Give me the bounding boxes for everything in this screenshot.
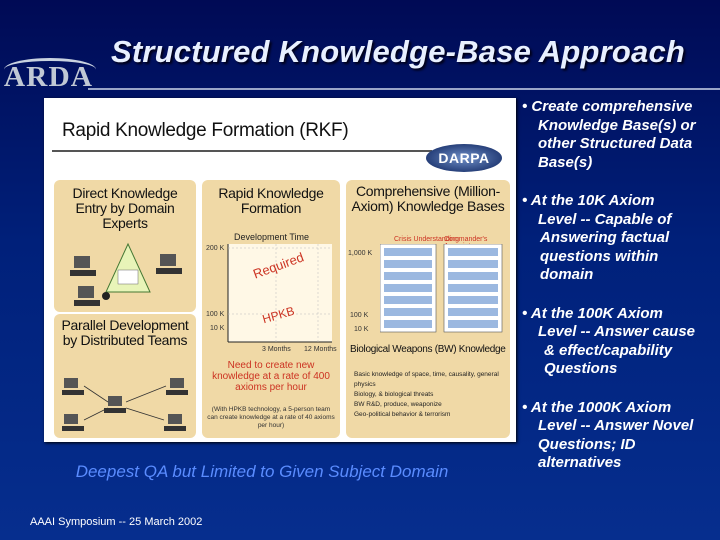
figure-title: Rapid Knowledge Formation (RKF) [62,120,349,141]
bullet-line: • Create comprehensive [522,98,693,115]
bullet-line: Base(s) [538,153,593,171]
bullet-100k: • At the 100K Axiom Level -- Answer caus… [522,305,720,379]
qa-caption: Deepest QA but Limited to Given Subject … [75,462,449,481]
bullet-line: Level -- Capable of [538,210,672,228]
development-time-chart [227,244,332,343]
logo-swoosh [4,58,96,81]
axis-label-right-100k: 100 K [350,312,369,319]
crisis-understanding-label: Crisis Understanding [394,236,459,243]
bio-item: BW R&D, produce, weaponize [354,401,442,408]
bullet-line: • At the 10K Axiom [522,192,655,209]
bullet-line: Knowledge Base(s) or [538,116,696,134]
direct-entry-heading: Direct Knowledge Entry by Domain Experts [72,185,178,231]
bullet-line: domain [540,266,594,283]
axis-label-200k: 200 K [206,245,225,252]
bullet-line: Questions; ID [538,435,636,453]
hpkb-rate-note: (With HPKB technology, a 5-person team c… [207,406,335,429]
bullet-1000k: • At the 1000K Axiom Level -- Answer Nov… [522,399,720,473]
bullet-line: Level -- Answer cause [538,323,696,340]
axis-label-100k: 100 K [206,311,225,318]
bullet-line: Questions [544,360,618,377]
rkf-figure: Rapid Knowledge Formation (RKF) DARPA Di… [44,98,516,442]
experts-at-computers-illustration [70,242,182,306]
footer-text: AAAI Symposium -- 25 March 2002 [30,516,203,528]
bullet-line: & effect/capability [544,341,673,359]
bullet-line: other Structured Data [538,135,693,152]
arda-logo: ARDA [4,58,96,93]
distributed-teams-illustration [62,378,188,431]
dev-time-label: Development Time [234,232,310,242]
bio-weapons-heading: Biological Weapons (BW) Knowledge [350,344,506,355]
bullet-line: alternatives [538,454,622,471]
axis-label-10k: 10 K [210,325,225,332]
bullet-10k: • At the 10K Axiom Level -- Capable of A… [522,192,720,285]
bullet-create-kb: • Create comprehensive Knowledge Base(s)… [522,98,720,172]
bio-knowledge-list: Basic knowledge of space, time, causalit… [354,370,504,420]
kb-stack-diagram [380,244,503,333]
parallel-dev-heading: Parallel Development by Distributed Team… [61,317,189,348]
bullet-line: Level -- Answer Novel [538,417,694,434]
x-label-12-months: 12 Months [304,346,337,353]
logo-text: ARDA [3,62,94,93]
darpa-badge: DARPA [426,144,502,172]
x-label-3-months: 3 Months [262,346,291,353]
bio-item: Basic knowledge of space, time, causalit… [354,371,499,388]
bullet-line: • At the 1000K Axiom [522,398,672,416]
comprehensive-kb-heading: Comprehensive (Million-Axiom) Knowledge … [351,183,505,214]
title-divider [88,88,720,90]
bullet-line: questions within [540,247,659,265]
bio-item: Geo-political behavior & terrorism [354,411,451,418]
need-rate-text: Need to create new knowledge at a rate o… [212,360,330,393]
figure-title-rule [52,150,432,152]
slide-title: Structured Knowledge-Base Approach [110,34,686,69]
axis-label-right-10k: 10 K [354,326,369,333]
bullet-line: • At the 100K Axiom [522,304,663,322]
bullet-list: • Create comprehensive Knowledge Base(s)… [522,98,720,473]
axis-label-right-1000k: 1,000 K [348,250,373,257]
bio-item: Biology, & biological threats [354,391,434,398]
rkf-column-heading: Rapid Knowledge Formation [218,185,324,216]
bullet-line: Answering factual [540,229,670,246]
